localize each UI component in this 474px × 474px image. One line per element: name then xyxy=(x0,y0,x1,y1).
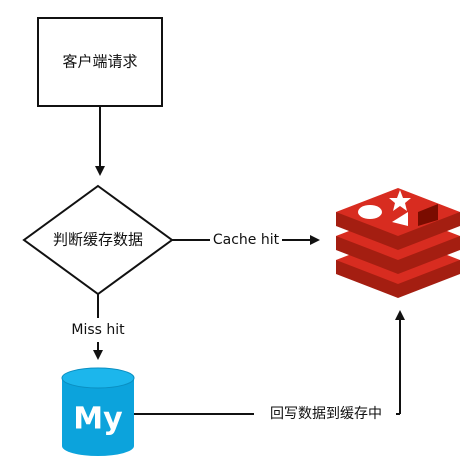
mysql-database-icon: My xyxy=(61,367,135,456)
redis-layer-top-top xyxy=(336,188,460,236)
mysql-cylinder-body xyxy=(62,378,134,456)
client-request-label: 客户端请求 xyxy=(62,53,137,71)
redis-circle-icon xyxy=(358,205,382,219)
write-back-label: 回写数据到缓存中 xyxy=(270,406,382,422)
redis-logo-icon xyxy=(336,188,460,298)
mysql-cylinder-top xyxy=(61,367,135,389)
check-cache-label: 判断缓存数据 xyxy=(53,231,143,249)
client-request-box xyxy=(37,17,163,107)
cache-hit-label: Cache hit xyxy=(213,232,280,248)
redis-triangle-icon xyxy=(392,212,408,226)
redis-star-icon xyxy=(389,190,411,211)
mysql-logo-text: My xyxy=(73,402,123,437)
miss-hit-label: Miss hit xyxy=(71,322,125,338)
redis-diamond-dark-icon xyxy=(418,204,438,226)
